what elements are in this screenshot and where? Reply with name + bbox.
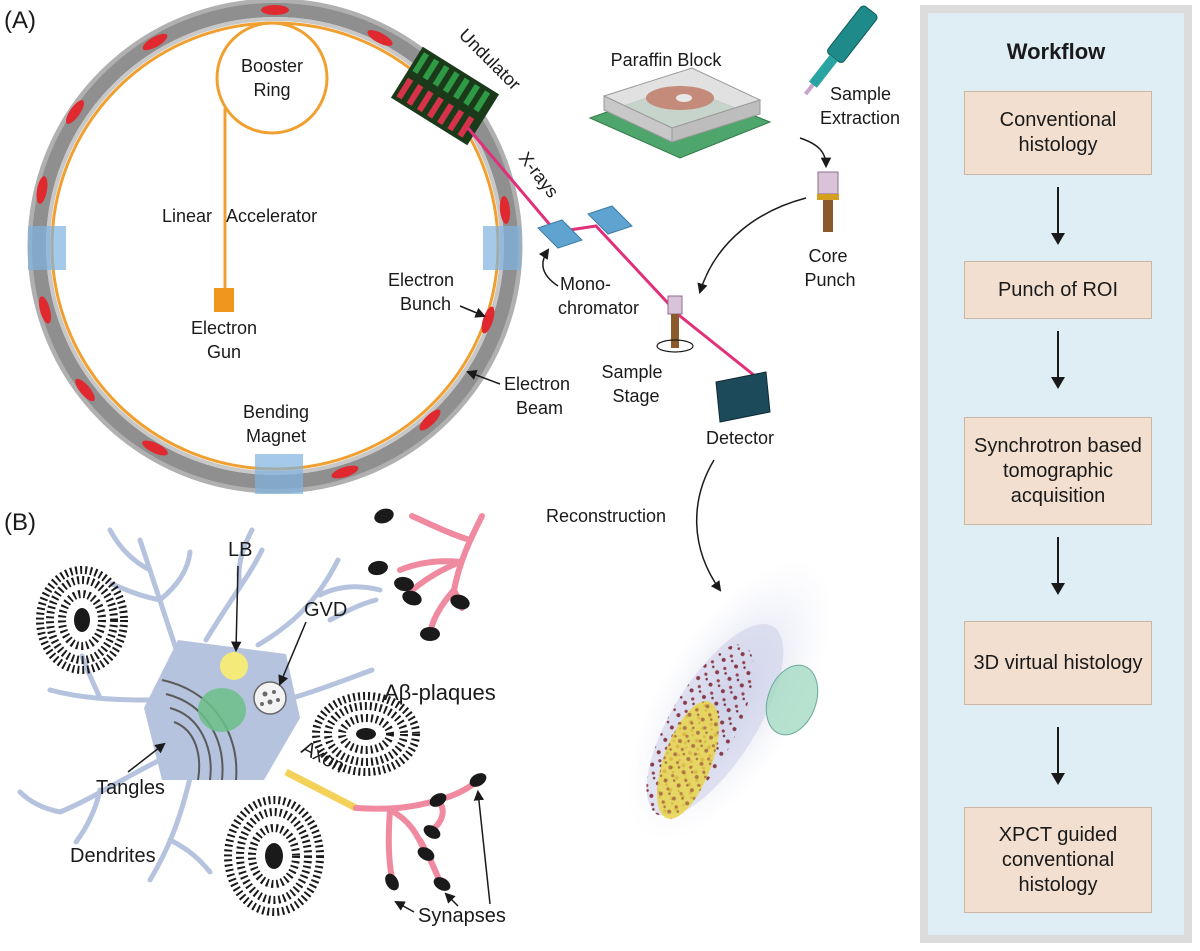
detector-label: Detector [706, 428, 774, 448]
nucleus [198, 688, 246, 732]
undulator [390, 46, 500, 146]
axon [284, 768, 358, 812]
core-punch-label-line2: Punch [804, 270, 855, 290]
lewy-body [220, 652, 248, 680]
abeta-plaques-label: Aβ-plaques [384, 680, 496, 705]
lb-arrow [230, 565, 242, 653]
lower-synapse-tree [353, 779, 479, 885]
detector [715, 371, 771, 423]
sample-extraction-label-line1: Sample [830, 84, 891, 104]
electron-gun-label-line1: Electron [191, 318, 257, 338]
electron-bunch-arrow [459, 305, 486, 318]
booster-ring [215, 21, 329, 135]
tangles-arrow [127, 742, 166, 773]
sample-stage [656, 295, 694, 353]
workflow-panel: Workflow Conventional histology Punch of… [920, 5, 1192, 943]
gvd-label: GVD [304, 599, 347, 621]
axon-label: Axon [298, 737, 349, 778]
booster-ring-label-line1: Booster [241, 56, 303, 76]
linear-accelerator-label: Linear Accelerator [162, 206, 317, 226]
monochromator-label-line2: chromator [558, 298, 639, 318]
synapses-arrow-2 [444, 892, 459, 907]
sample-stage-label-line2: Stage [612, 386, 659, 406]
electron-beam-label-line2: Beam [516, 398, 563, 418]
sample-extraction-label-line2: Extraction [820, 108, 900, 128]
workflow-step-synchrotron-acquisition: Synchrotron based tomographic acquisitio… [964, 417, 1152, 525]
electron-bunch-label-line2: Bunch [400, 294, 451, 314]
workflow-title: Workflow [1006, 39, 1106, 64]
monochromator-label-line1: Mono- [560, 274, 611, 294]
upper-synapse-terminals [368, 508, 470, 641]
workflow-arrow-2 [1051, 331, 1065, 389]
sample-stage-label-line1: Sample [601, 362, 662, 382]
synapses-arrow-3 [473, 789, 491, 905]
workflow-step-punch-of-roi: Punch of ROI [964, 261, 1152, 319]
core-punch-to-stage-arrow [697, 197, 807, 295]
dendrites-label: Dendrites [70, 845, 156, 867]
reconstruction-label: Reconstruction [546, 506, 666, 526]
paraffin-block [588, 67, 772, 159]
monochromator [537, 205, 633, 249]
paraffin-block-label: Paraffin Block [611, 50, 723, 70]
dendrites [17, 527, 383, 883]
bending-magnet-label-line2: Magnet [246, 426, 306, 446]
sample-extraction-punch-icon [803, 5, 878, 96]
synapses-arrow-1 [394, 900, 415, 913]
core-punch-label-line1: Core [808, 246, 847, 266]
lb-label: LB [228, 539, 252, 561]
workflow-arrow-3 [1051, 537, 1065, 595]
plaque-lower [224, 796, 324, 916]
bending-magnet-label-line1: Bending [243, 402, 309, 422]
synapses-label: Synapses [418, 905, 506, 927]
electron-beam-arrow [466, 370, 501, 385]
electron-bunches [36, 5, 511, 479]
bending-magnets [28, 226, 521, 494]
panel-label-b: (B) [4, 509, 36, 536]
workflow-arrow-1 [1051, 187, 1065, 245]
panel-label-a: (A) [4, 7, 36, 34]
upper-synapse-tree [397, 513, 485, 637]
electron-beam-label-line1: Electron [504, 374, 570, 394]
monochromator-arrow [538, 248, 559, 287]
granulovacuolar-degeneration [253, 681, 287, 715]
workflow-step-conventional-histology: Conventional histology [964, 91, 1152, 175]
plaque-middle [312, 692, 420, 776]
electron-gun [214, 288, 234, 312]
sample-extraction-arrow [799, 137, 832, 169]
gvd-arrow [278, 621, 307, 686]
lower-synapse-terminals [385, 773, 487, 891]
booster-ring-label-line2: Ring [253, 80, 290, 100]
electron-gun-label-line2: Gun [207, 342, 241, 362]
core-punch [817, 171, 839, 232]
workflow-arrow-4 [1051, 727, 1065, 785]
workflow-step-3d-virtual-histology: 3D virtual histology [964, 621, 1152, 705]
tangles-label: Tangles [96, 777, 165, 799]
workflow-step-xpct-guided-histology: XPCT guided conventional histology [964, 807, 1152, 913]
electron-bunch-label-line1: Electron [388, 270, 454, 290]
xray-beam [466, 127, 761, 382]
reconstruction-volume [626, 559, 834, 841]
reconstruction-arrow [695, 459, 722, 592]
plaque-upper-left [36, 566, 128, 674]
